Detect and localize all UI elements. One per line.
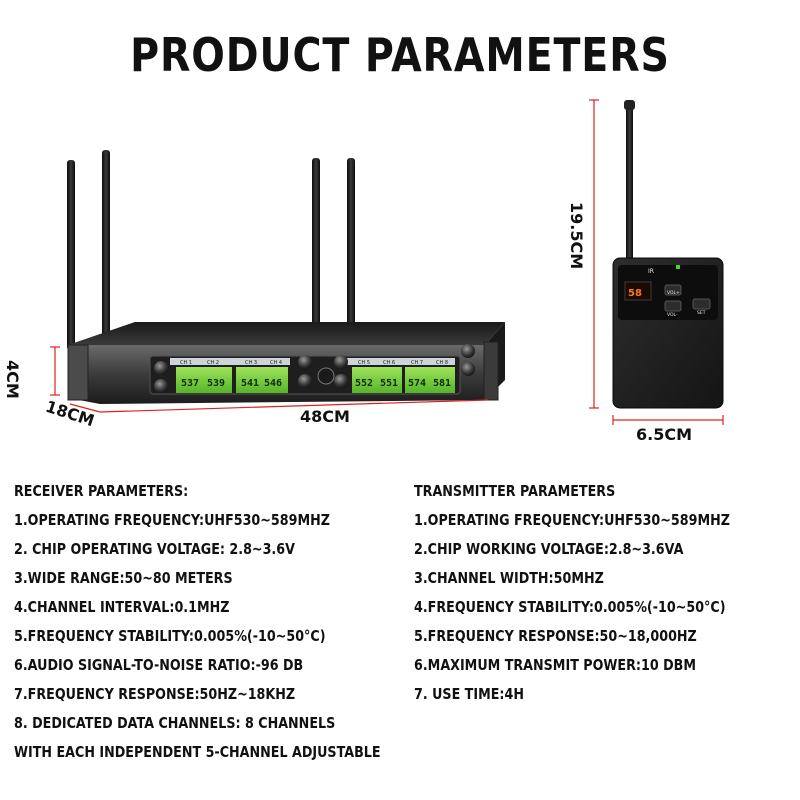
channel-label: CH 6 <box>383 360 395 366</box>
transmitter-param: 1.OPERATING FREQUENCY:UHF530~589MHZ <box>414 511 730 529</box>
readout-ch1: 537 <box>181 378 199 389</box>
transmitter-param: 6.MAXIMUM TRANSMIT POWER:10 DBM <box>414 656 696 674</box>
readout-ch8: 581 <box>433 378 451 389</box>
transmitter-unit <box>612 100 724 409</box>
receiver-param: 2. CHIP OPERATING VOLTAGE: 2.8~3.6V <box>14 540 295 558</box>
transmitter-params-heading: TRANSMITTER PARAMETERS <box>414 482 616 500</box>
receiver-param: 6.AUDIO SIGNAL-TO-NOISE RATIO:-96 DB <box>14 656 304 674</box>
transmitter-brand: IR <box>648 268 654 275</box>
transmitter-param: 2.CHIP WORKING VOLTAGE:2.8~3.6VA <box>414 540 684 558</box>
channel-label: CH 2 <box>207 360 219 366</box>
receiver-readouts: 537 539 541 546 552 551 574 581 <box>181 378 451 389</box>
receiver-param: 4.CHANNEL INTERVAL:0.1MHZ <box>14 598 230 616</box>
channel-label: CH 4 <box>270 360 282 366</box>
receiver-channel-labels: CH 1 CH 2 CH 3 CH 4 CH 5 CH 6 CH 7 CH 8 <box>180 360 448 366</box>
receiver-width-label: 48CM <box>300 407 350 426</box>
channel-label: CH 7 <box>411 360 423 366</box>
readout-ch6: 551 <box>380 378 398 389</box>
readout-ch5: 552 <box>355 378 373 389</box>
receiver-param: 1.OPERATING FREQUENCY:UHF530~589MHZ <box>14 511 330 529</box>
vol-plus-label: VOL+ <box>667 290 680 296</box>
page-title: PRODUCT PARAMETERS <box>130 28 670 82</box>
readout-ch4: 546 <box>264 378 282 389</box>
transmitter-param: 7. USE TIME:4H <box>414 685 524 703</box>
receiver-param: 7.FREQUENCY RESPONSE:50HZ~18KHZ <box>14 685 296 703</box>
receiver-knobs <box>154 344 475 393</box>
vol-minus-label: VOL- <box>667 312 678 318</box>
channel-label: CH 3 <box>245 360 257 366</box>
transmitter-width-label: 6.5CM <box>636 425 693 444</box>
set-label: SET <box>697 310 706 316</box>
receiver-dimension-lines <box>50 346 489 413</box>
transmitter-param: 3.CHANNEL WIDTH:50MHZ <box>414 569 604 587</box>
transmitter-param: 4.FREQUENCY STABILITY:0.005%(-10~50°C) <box>414 598 726 616</box>
transmitter-labels: IR 58 VOL+ VOL- SET <box>628 268 706 318</box>
transmitter-param: 5.FREQUENCY RESPONSE:50~18,000HZ <box>414 627 697 645</box>
readout-ch2: 539 <box>207 378 225 389</box>
receiver-param: 8. DEDICATED DATA CHANNELS: 8 CHANNELS <box>14 714 336 732</box>
receiver-param: 3.WIDE RANGE:50~80 METERS <box>14 569 233 587</box>
receiver-height-label: 4CM <box>3 360 22 399</box>
receiver-params-heading: RECEIVER PARAMETERS: <box>14 482 189 500</box>
transmitter-readout: 58 <box>628 288 642 299</box>
readout-ch3: 541 <box>241 378 259 389</box>
channel-label: CH 5 <box>358 360 370 366</box>
receiver-lcd-right <box>352 367 455 393</box>
channel-label: CH 8 <box>436 360 448 366</box>
transmitter-dimension-lines <box>589 99 724 425</box>
receiver-params: RECEIVER PARAMETERS: 1.OPERATING FREQUEN… <box>14 480 461 770</box>
receiver-lcd-left <box>176 367 288 393</box>
receiver-antennas <box>67 150 355 350</box>
transmitter-params: TRANSMITTER PARAMETERS 1.OPERATING FREQU… <box>414 480 799 712</box>
receiver-param: WITH EACH INDEPENDENT 5-CHANNEL ADJUSTAB… <box>14 743 381 761</box>
receiver-param: 5.FREQUENCY STABILITY:0.005%(-10~50°C) <box>14 627 326 645</box>
transmitter-height-label: 19.5CM <box>567 202 586 270</box>
channel-label: CH 1 <box>180 360 192 366</box>
readout-ch7: 574 <box>408 378 426 389</box>
